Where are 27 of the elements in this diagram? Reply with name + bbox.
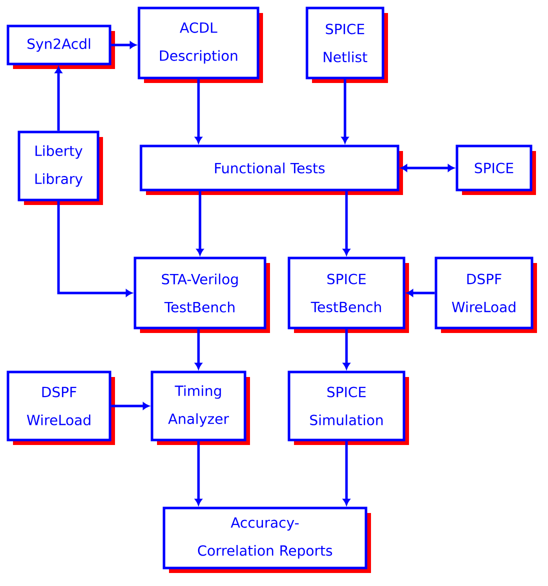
arrow [400,164,454,172]
arrow [194,441,202,506]
process-box: Functional Tests [140,144,403,195]
process-box: SPICE Simulation [288,370,409,445]
arrow [194,329,202,370]
process-box: DSPF WireLoad [6,370,115,445]
process-box: STA-Verilog TestBench [134,256,270,333]
arrow [54,66,62,131]
process-box: Accuracy-Correlation Reports [162,506,371,573]
process-box: Syn2Acdl [6,24,115,69]
process-box: SPICE TestBench [288,256,409,333]
arrow [406,289,435,297]
arrow [342,441,350,506]
process-box: SPICE Netlist [306,6,388,83]
arrow [342,191,350,256]
arrow [194,79,202,144]
arrow [111,41,136,49]
arrow [57,201,132,297]
arrow [196,191,204,256]
arrow [342,329,350,370]
process-box: Timing Analyzer [150,370,250,445]
arrow [111,402,150,410]
arrow [341,79,349,144]
process-box: ACDL Description [138,6,263,83]
process-box: Liberty Library [18,130,103,205]
process-box: SPICE [456,144,536,195]
process-box: DSPF WireLoad [434,256,537,333]
